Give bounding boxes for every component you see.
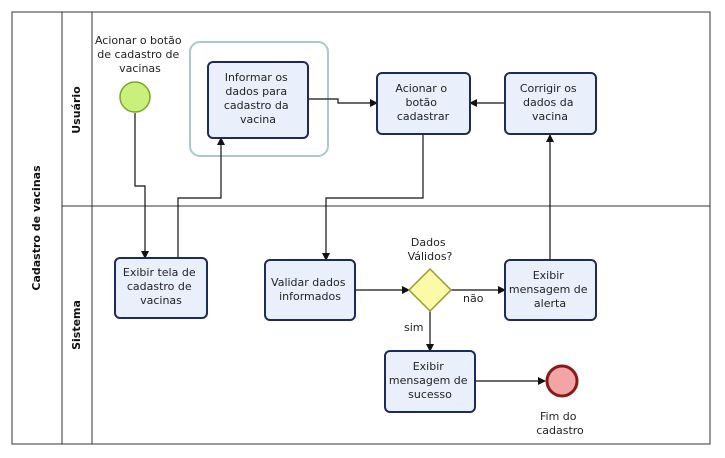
flow-start-to-exibir-tela [134, 113, 149, 259]
task-exibir-sucesso-label: Exibir mensagem de sucesso [389, 360, 471, 401]
task-validar-dados[interactable]: Validar dados informados [264, 259, 356, 321]
lane-label-sistema: Sistema [70, 300, 83, 350]
task-informar-label: Informar os dados para cadastro da vacin… [224, 71, 292, 126]
flow-exibir-tela-to-informar [177, 137, 225, 258]
task-exibir-alerta-label: Exibir mensagem de alerta [509, 269, 591, 310]
task-exibir-tela[interactable]: Exibir tela de cadastro de vacinas [114, 257, 208, 319]
flow-informar-to-acionar [308, 98, 378, 107]
start-event-circle[interactable] [119, 81, 151, 113]
end-event-circle[interactable] [545, 364, 579, 398]
pool: Cadastro de vacinas Usuário Sistema [11, 11, 711, 445]
start-event[interactable] [119, 81, 151, 113]
end-event-label: Fim do cadastro [536, 410, 584, 437]
task-exibir-alerta[interactable]: Exibir mensagem de alerta [504, 259, 597, 321]
gateway-dados-validos[interactable] [407, 267, 453, 313]
task-informar-dados[interactable]: Informar os dados para cadastro da vacin… [207, 61, 309, 139]
pool-label: Cadastro de vacinas [30, 165, 43, 291]
task-exibir-tela-label: Exibir tela de cadastro de vacinas [123, 266, 199, 307]
task-acionar-botao[interactable]: Acionar o botão cadastrar [376, 72, 471, 135]
flow-label-sim: sim [404, 321, 424, 334]
task-validar-label: Validar dados informados [271, 276, 349, 303]
sequence-flows [134, 98, 554, 385]
flow-acionar-to-validar [322, 134, 424, 261]
task-acionar-label: Acionar o botão cadastrar [395, 82, 450, 123]
task-corrigir-dados[interactable]: Corrigir os dados da vacina [504, 72, 597, 135]
end-event[interactable] [545, 364, 579, 398]
flow-label-nao: não [463, 292, 484, 305]
gateway-label: Dados Válidos? [408, 236, 453, 263]
task-exibir-sucesso[interactable]: Exibir mensagem de sucesso [384, 350, 476, 413]
start-event-label: Acionar o botão de cadastro de vacinas [95, 34, 185, 75]
task-corrigir-label: Corrigir os dados da vacina [520, 82, 580, 123]
lane-label-usuario: Usuário [70, 86, 83, 134]
